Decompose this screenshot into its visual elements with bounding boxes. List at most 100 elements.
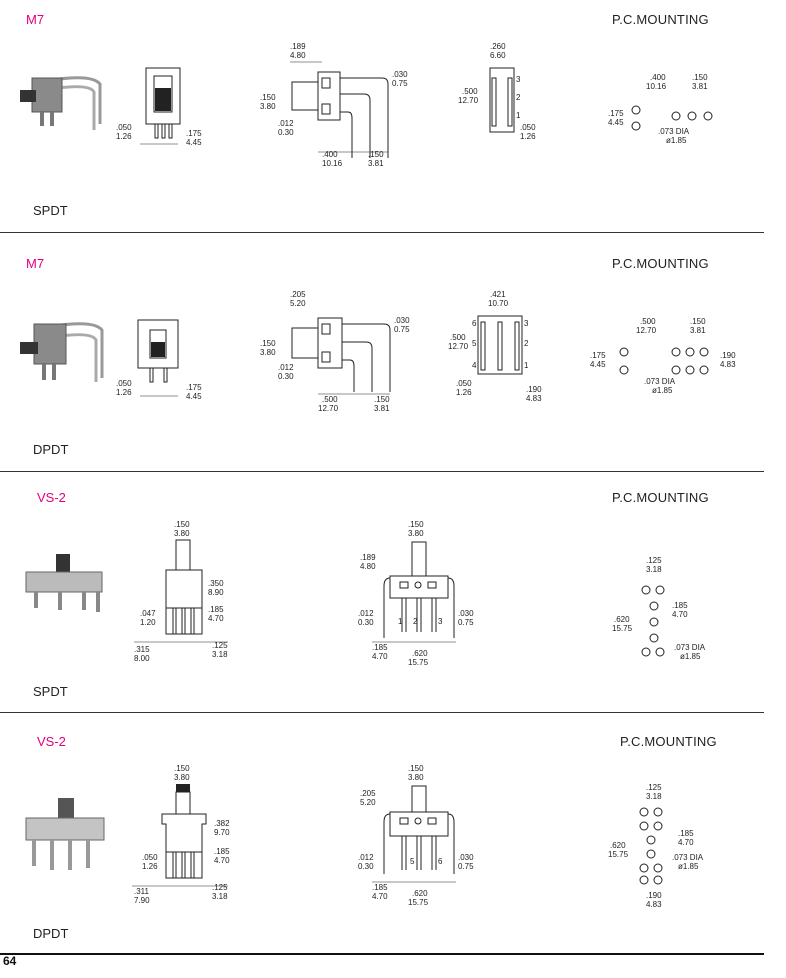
dim-text: .185 xyxy=(208,605,224,614)
dim-text: 10.70 xyxy=(488,299,509,308)
dim-text: 3.81 xyxy=(692,82,708,91)
dim-text: 15.75 xyxy=(408,898,429,907)
dim-text: ø1.85 xyxy=(666,136,687,145)
dim-text: .030 xyxy=(458,853,474,862)
dim-text: 8.00 xyxy=(134,654,150,663)
dim-text: 10.16 xyxy=(646,82,667,91)
dim-text: ø1.85 xyxy=(678,862,699,871)
dim-text: .189 xyxy=(290,42,306,51)
dim-text: .150 xyxy=(374,395,390,404)
pin-number: 5 xyxy=(410,857,415,866)
dim-text: 0.30 xyxy=(358,618,374,627)
pc-mounting-heading: P.C.MOUNTING xyxy=(612,256,709,271)
dim-text: .150 xyxy=(174,764,190,773)
dim-text: .189 xyxy=(360,553,376,562)
pcb-layout-drawing: .500 12.70 .150 3.81 .175 4.45 .190 4.83… xyxy=(590,317,736,395)
pin-number: 6 xyxy=(438,857,443,866)
dim-text: 12.70 xyxy=(318,404,339,413)
dim-text: 15.75 xyxy=(408,658,429,667)
dim-text: .030 xyxy=(394,316,410,325)
dim-text: .620 xyxy=(412,889,428,898)
dim-text: ø1.85 xyxy=(680,652,701,661)
dim-text: .205 xyxy=(290,290,306,299)
dim-text: 1.26 xyxy=(520,132,536,141)
dim-text: .150 xyxy=(368,150,384,159)
dim-text: .125 xyxy=(646,783,662,792)
switch-type: SPDT xyxy=(33,203,68,218)
switch-type: DPDT xyxy=(33,926,69,941)
pin-number: 1 xyxy=(516,111,521,120)
dim-text: .620 xyxy=(412,649,428,658)
dim-text: .030 xyxy=(392,70,408,79)
model-name: M7 xyxy=(26,12,45,27)
dim-text: .047 xyxy=(140,609,156,618)
dim-text: .050 xyxy=(116,379,132,388)
pin-number: 6 xyxy=(472,319,477,328)
dim-text: 4.70 xyxy=(208,614,224,623)
dim-text: 1.26 xyxy=(142,862,158,871)
dim-text: .125 xyxy=(212,641,228,650)
model-name: M7 xyxy=(26,256,45,271)
dim-text: .073 DIA xyxy=(672,853,704,862)
dim-text: .050 xyxy=(116,123,132,132)
dim-text: .175 xyxy=(186,129,202,138)
dim-text: 3.81 xyxy=(690,326,706,335)
top-view-drawing: .260 6.60 3 2 1 .500 12.70 .050 1.26 xyxy=(458,42,536,141)
dim-text: .012 xyxy=(358,853,374,862)
dim-text: .315 xyxy=(134,645,150,654)
dim-text: 4.83 xyxy=(526,394,542,403)
dim-text: 3.80 xyxy=(174,529,190,538)
dim-text: .500 xyxy=(640,317,656,326)
dim-text: .073 DIA xyxy=(658,127,690,136)
dim-text: .190 xyxy=(646,891,662,900)
product-photo xyxy=(20,322,104,382)
dim-text: 4.70 xyxy=(214,856,230,865)
dim-text: 1.26 xyxy=(116,388,132,397)
dim-text: 12.70 xyxy=(448,342,469,351)
dim-text: 4.45 xyxy=(186,392,202,401)
dim-text: 12.70 xyxy=(636,326,657,335)
dim-text: .421 xyxy=(490,290,506,299)
pin-number: 4 xyxy=(472,361,477,370)
section-vs2-dpdt: VS-2 P.C.MOUNTING .150 3.80 .382 9.70 .1… xyxy=(0,722,786,962)
dim-text: 3.80 xyxy=(260,102,276,111)
section-m7-dpdt: M7 P.C.MOUNTING .050 1.26 .175 4.45 .205… xyxy=(0,244,786,484)
dim-text: 12.70 xyxy=(458,96,479,105)
dim-text: 0.30 xyxy=(278,128,294,137)
dim-text: 4.70 xyxy=(678,838,694,847)
dim-text: 7.90 xyxy=(134,896,150,905)
dim-text: 1.26 xyxy=(456,388,472,397)
dim-text: .150 xyxy=(260,93,276,102)
pin-number: 2 xyxy=(413,617,418,626)
pin-number: 3 xyxy=(516,75,521,84)
front-view-drawing: .050 1.26 .175 4.45 xyxy=(116,67,202,147)
footer-rule xyxy=(0,953,764,955)
dim-text: 0.75 xyxy=(458,618,474,627)
dim-text: 0.75 xyxy=(394,325,410,334)
dim-text: .175 xyxy=(590,351,606,360)
divider xyxy=(0,471,764,472)
front-view-drawing: .050 1.26 .175 4.45 xyxy=(116,319,202,401)
dim-text: 0.30 xyxy=(358,862,374,871)
pcb-layout-drawing: .125 3.18 .185 4.70 .620 15.75 .073 DIA … xyxy=(612,556,706,661)
dim-text: 3.81 xyxy=(374,404,390,413)
dim-text: .190 xyxy=(526,385,542,394)
dim-text: 4.45 xyxy=(186,138,202,147)
switch-type: SPDT xyxy=(33,684,68,699)
dim-text: 15.75 xyxy=(608,850,629,859)
side-view-drawing: .150 3.80 1 2 3 .189 4.80 .012 0.30 .030… xyxy=(358,520,474,667)
divider xyxy=(0,232,764,233)
pc-mounting-heading: P.C.MOUNTING xyxy=(620,734,717,749)
dim-text: 6.60 xyxy=(490,51,506,60)
dim-text: 3.80 xyxy=(408,773,424,782)
dim-text: .150 xyxy=(408,520,424,529)
dim-text: ø1.85 xyxy=(652,386,673,395)
dim-text: 4.70 xyxy=(372,892,388,901)
pin-number: 3 xyxy=(438,617,443,626)
section-m7-spdt: M7 P.C.MOUNTING .050 1.26 .175 4.45 .189… xyxy=(0,0,786,240)
dim-text: 9.70 xyxy=(214,828,230,837)
model-name: VS-2 xyxy=(37,490,66,505)
front-view-drawing: .150 3.80 .382 9.70 .185 4.70 .050 1.26 … xyxy=(132,764,230,905)
dim-text: 0.30 xyxy=(278,372,294,381)
dim-text: .311 xyxy=(134,887,150,896)
